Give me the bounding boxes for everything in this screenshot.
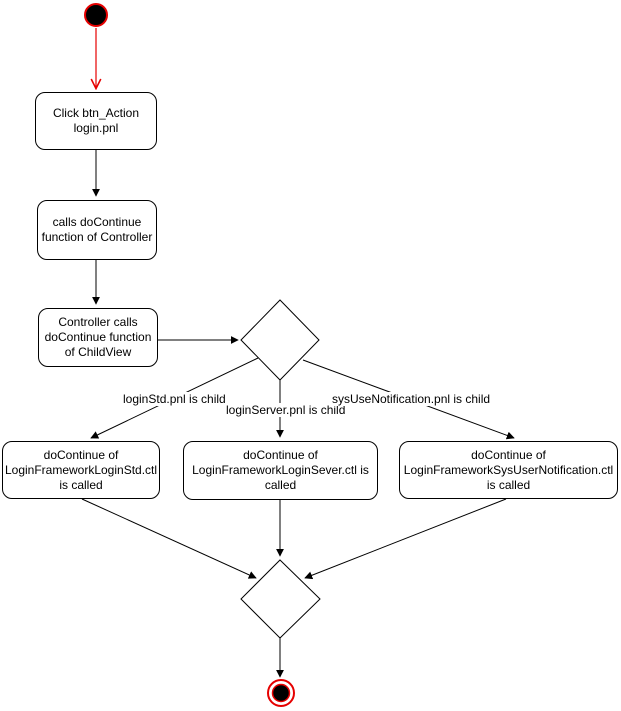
- action-node-controller-calls: Controller calls doContinue function of …: [38, 308, 158, 367]
- edge-sysuse-to-merge: [304, 498, 507, 580]
- action-node-label: doContinue of LoginFrameworkLoginSever.c…: [192, 448, 369, 492]
- action-node-sysusenotification-called: doContinue of LoginFrameworkSysUserNotif…: [399, 441, 618, 499]
- action-node-label: Controller calls doContinue function of …: [44, 315, 152, 359]
- action-node-label: doContinue of LoginFrameworkSysUserNotif…: [403, 447, 614, 492]
- final-node: [267, 679, 295, 707]
- edge-loginstd-to-merge: [81, 498, 257, 579]
- merge-diamond: [240, 559, 321, 639]
- action-node-loginstd-called: doContinue of LoginFrameworkLoginStd.ctl…: [2, 441, 160, 499]
- action-node-label: calls doContinue function of Controller: [41, 215, 153, 244]
- edge-label-loginserver: loginServer.pnl is child: [225, 403, 347, 417]
- edge-label-loginstd: loginStd.pnl is child: [122, 392, 227, 406]
- action-node-click-btn: Click btn_Action login.pnl: [35, 92, 157, 150]
- action-node-calls-docontinue: calls doContinue function of Controller: [37, 200, 157, 260]
- action-node-label: doContinue of LoginFrameworkLoginStd.ctl…: [4, 447, 158, 492]
- action-node-label: Click btn_Action login.pnl: [52, 106, 140, 135]
- initial-node: [84, 3, 108, 27]
- edge-label-sysusenotification: sysUseNotification.pnl is child: [331, 392, 492, 406]
- final-node-inner-circle: [271, 683, 291, 703]
- decision-diamond: [240, 299, 320, 381]
- action-node-loginserver-called: doContinue of LoginFrameworkLoginSever.c…: [183, 441, 378, 500]
